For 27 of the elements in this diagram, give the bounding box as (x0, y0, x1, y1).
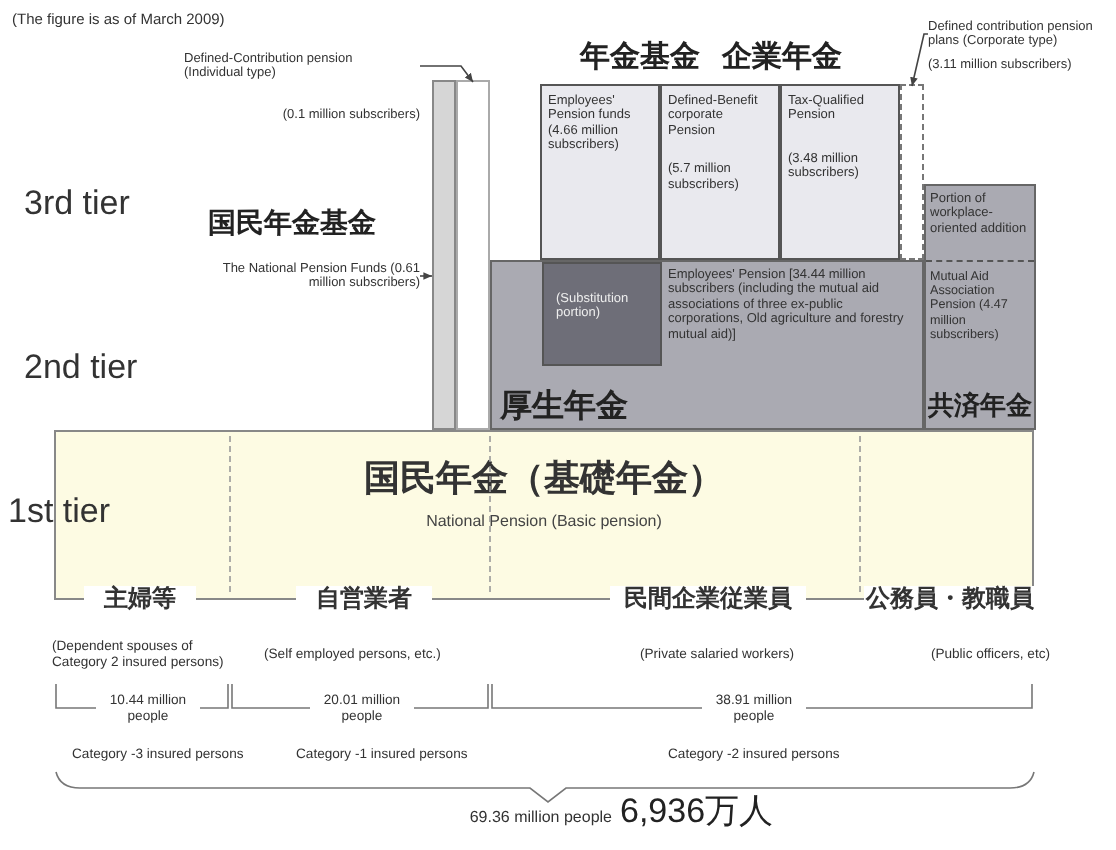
block-heading: 厚生年金 (500, 387, 628, 424)
category-heading: 民間企業従業員 (610, 586, 806, 614)
block-heading: 共済年金 (928, 394, 1032, 424)
leader-line (419, 65, 474, 83)
section-heading: 年金基金 企業年金 (580, 40, 845, 75)
category-heading: 自営業者 (296, 586, 432, 614)
total-label: 69.36 million people (467, 808, 612, 827)
tier-label: 3rd tier (24, 184, 132, 224)
total-label: 6,936万人 (620, 792, 776, 832)
pension-plan-box (780, 84, 900, 260)
block-heading: 国民年金（基礎年金） (362, 460, 726, 502)
leader-line (419, 272, 433, 280)
pension-tier-block (924, 184, 1036, 430)
pension-fund-bar (432, 80, 456, 430)
pension-column-outline (900, 84, 924, 260)
section-heading: 国民年金基金 (208, 208, 378, 241)
tier-label: 1st tier (8, 492, 113, 532)
pension-tier-block (490, 260, 924, 430)
category-heading: 主婦等 (84, 586, 196, 614)
pension-portion-box (542, 262, 662, 366)
tier-label: 2nd tier (24, 348, 140, 388)
leader-line (910, 33, 929, 87)
pension-column-outline (456, 80, 490, 430)
pension-plan-box (540, 84, 660, 260)
category-heading: 公務員・教職員 (864, 586, 1036, 614)
block-text: National Pension (Basic pension) (424, 512, 664, 531)
pension-plan-box (660, 84, 780, 260)
